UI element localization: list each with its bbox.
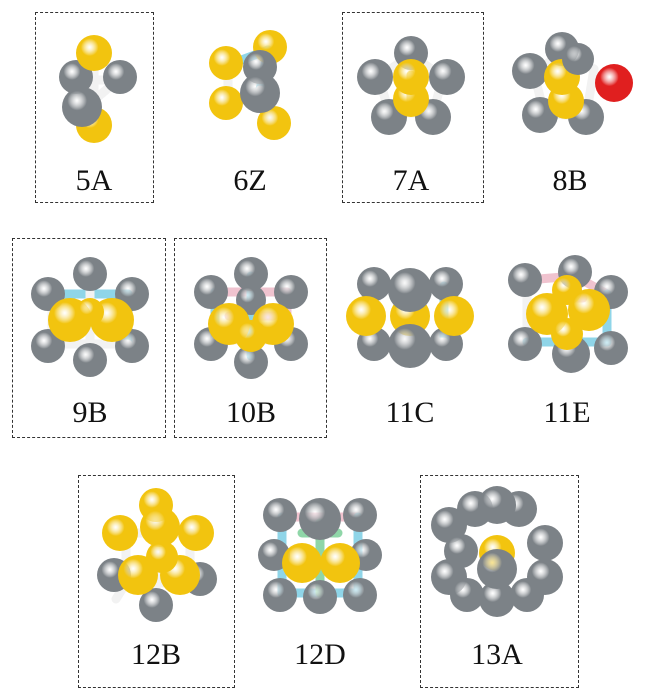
yellow-atom: [140, 507, 180, 547]
gray-atom: [73, 257, 107, 291]
gray-atom: [343, 498, 377, 532]
yellow-atom: [282, 543, 322, 583]
gray-atom: [240, 73, 280, 113]
gray-atom: [31, 277, 65, 311]
cluster-label: 8B: [552, 164, 588, 197]
gray-atom: [431, 507, 467, 543]
gray-atom: [594, 331, 628, 365]
cluster-label: 13A: [471, 638, 523, 671]
yellow-atom: [568, 289, 610, 331]
cluster-label: 11C: [385, 396, 435, 429]
gray-atom: [527, 525, 563, 561]
gray-atom: [508, 263, 542, 297]
cluster-label: 12B: [130, 638, 181, 671]
cluster-label: 6Z: [233, 164, 267, 197]
cluster-label: 11E: [543, 396, 591, 429]
cluster-label: 7A: [392, 164, 430, 197]
gray-atom: [388, 268, 432, 312]
gray-atom: [357, 267, 391, 301]
gray-atom: [73, 343, 107, 377]
yellow-atom: [551, 318, 583, 350]
gray-atom: [388, 324, 432, 368]
gray-atom: [510, 578, 544, 612]
dashed-box-10b: [174, 238, 327, 438]
yellow-atom: [146, 541, 178, 573]
gray-atom: [263, 578, 297, 612]
yellow-atom: [393, 59, 429, 95]
gray-atom: [303, 580, 337, 614]
gray-atom: [562, 43, 594, 75]
gray-atom: [103, 60, 137, 94]
gray-atom: [477, 549, 517, 589]
gray-atom: [139, 588, 173, 622]
gray-atom: [194, 275, 228, 309]
gray-atom: [62, 87, 102, 127]
yellow-atom: [209, 86, 243, 120]
gray-atom: [234, 257, 268, 291]
cluster-label: 10B: [225, 396, 276, 429]
gray-atom: [31, 329, 65, 363]
dashed-box-5a: [35, 12, 154, 203]
gray-atom: [299, 498, 341, 540]
yellow-atom: [320, 543, 360, 583]
gray-atom: [236, 285, 266, 315]
gray-atom: [59, 60, 93, 94]
yellow-atom: [209, 46, 243, 80]
yellow-atom: [434, 296, 474, 336]
gray-atom: [234, 345, 268, 379]
yellow-atom: [235, 320, 267, 352]
cluster-label: 9B: [72, 396, 108, 429]
gray-atom: [512, 53, 548, 89]
dashed-box-7a: [342, 12, 484, 203]
dashed-box-9b: [12, 238, 166, 438]
yellow-atom: [257, 106, 291, 140]
yellow-atom: [76, 298, 104, 326]
gray-atom: [429, 267, 463, 301]
gray-atom: [478, 486, 516, 524]
yellow-atom: [118, 555, 158, 595]
red-atom: [595, 64, 633, 102]
gray-atom: [508, 327, 542, 361]
cluster-label: 5A: [75, 164, 113, 197]
yellow-atom: [346, 296, 386, 336]
cluster-label: 12D: [294, 638, 346, 671]
gray-atom: [444, 534, 478, 568]
yellow-atom: [178, 515, 214, 551]
gray-atom: [274, 275, 308, 309]
gray-atom: [343, 578, 377, 612]
gray-atom: [263, 498, 297, 532]
gray-atom: [357, 59, 393, 95]
gray-atom: [450, 578, 484, 612]
gray-atom: [429, 59, 465, 95]
gray-atom: [479, 581, 515, 617]
yellow-atom: [76, 35, 112, 71]
yellow-atom: [102, 515, 138, 551]
